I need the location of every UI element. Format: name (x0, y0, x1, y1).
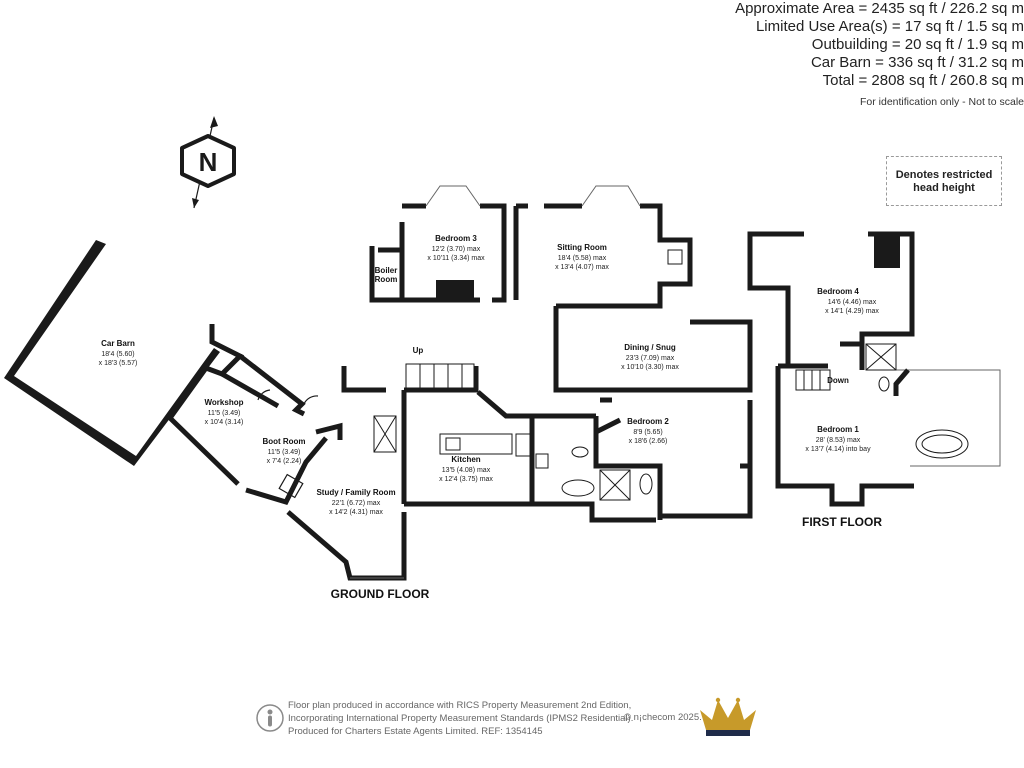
sitting-dim2: x 13'4 (4.07) max (555, 264, 609, 271)
room-dining: Dining / Snug 23'3 (7.09) max x 10'10 (3… (621, 343, 679, 371)
room-boot-room: Boot Room 11'5 (3.49) x 7'4 (2.24) (262, 437, 305, 465)
compass-letter: N (199, 147, 218, 177)
copyright-text: © n¡checom 2025. (624, 712, 702, 723)
bedroom4-dim2: x 14'1 (4.29) max (825, 308, 879, 315)
bedroom4-title: Bedroom 4 (817, 287, 859, 296)
dining-title: Dining / Snug (624, 343, 676, 352)
boot-room-title: Boot Room (262, 437, 305, 446)
bedroom4-dim1: 14'6 (4.46) max (828, 299, 877, 306)
footer-line-3: Produced for Charters Estate Agents Limi… (288, 726, 543, 737)
kitchen-dim2: x 12'4 (3.75) max (439, 476, 493, 483)
footer-line-2: Incorporating International Property Mea… (288, 713, 634, 724)
kitchen-fittings (373, 249, 683, 501)
restricted-height-legend: Denotes restricted head height (886, 156, 1002, 206)
kitchen-title: Kitchen (451, 455, 480, 464)
dining-dim1: 23'3 (7.09) max (626, 355, 675, 362)
boot-room-dim2: x 7'4 (2.24) (267, 458, 302, 465)
first-floor-label: FIRST FLOOR (802, 515, 882, 529)
study-dim1: 22'1 (6.72) max (332, 500, 381, 507)
stairs-up-label: Up (413, 346, 424, 355)
room-bedroom-1: Bedroom 1 28' (8.53) max x 13'7 (4.14) i… (805, 425, 871, 453)
study-title: Study / Family Room (316, 488, 395, 497)
crown-logo (700, 697, 756, 736)
room-car-barn: Car Barn 18'4 (5.60) x 18'3 (5.57) (99, 339, 138, 367)
ground-floor-label: GROUND FLOOR (331, 587, 430, 601)
bedroom1-dim1: 28' (8.53) max (816, 437, 861, 444)
car-barn-walls (4, 240, 220, 466)
area-carbarn: Car Barn = 336 sq ft / 31.2 sq m (810, 54, 1024, 71)
boiler-title-1: Boiler (375, 266, 398, 275)
bedroom3-dim1: 12'2 (3.70) max (432, 246, 481, 253)
kitchen-dim1: 13'5 (4.08) max (442, 467, 491, 474)
bedroom3-dim2: x 10'11 (3.34) max (427, 255, 485, 262)
area-outbuilding: Outbuilding = 20 sq ft / 1.9 sq m (811, 36, 1024, 53)
workshop-dim1: 11'5 (3.49) (208, 410, 241, 417)
bedroom2-dim1: 8'9 (5.65) (633, 429, 662, 436)
room-bedroom-4: Bedroom 4 14'6 (4.46) max x 14'1 (4.29) … (817, 287, 879, 315)
area-limited: Limited Use Area(s) = 17 sq ft / 1.5 sq … (755, 18, 1024, 35)
car-barn-title: Car Barn (101, 339, 135, 348)
outbuilding-details (257, 389, 319, 499)
sitting-title: Sitting Room (557, 243, 607, 252)
bedroom2-dim2: x 18'6 (2.66) (629, 438, 668, 445)
sitting-dim1: 18'4 (5.58) max (558, 255, 607, 262)
room-kitchen: Kitchen 13'5 (4.08) max x 12'4 (3.75) ma… (439, 455, 493, 483)
bedroom3-title: Bedroom 3 (435, 234, 477, 243)
workshop-dim2: x 10'4 (3.14) (205, 419, 244, 426)
bedroom2-title: Bedroom 2 (627, 417, 669, 426)
first-floor-walls (747, 231, 915, 507)
car-barn-dim1: 18'4 (5.60) (101, 351, 134, 358)
boiler-title-2: Room (375, 275, 398, 284)
fireplace-bedroom3 (436, 280, 474, 300)
room-boiler: Boiler Room (375, 266, 398, 284)
restricted-line-2: head height (913, 182, 975, 194)
footer-text: Floor plan produced in accordance with R… (288, 699, 633, 738)
person-icon (256, 704, 284, 732)
bay-windows (350, 185, 1001, 579)
area-summary: Approximate Area = 2435 sq ft / 226.2 sq… (604, 0, 1024, 110)
bedroom1-title: Bedroom 1 (817, 425, 859, 434)
ground-floor-walls (286, 203, 753, 581)
room-study: Study / Family Room 22'1 (6.72) max x 14… (316, 488, 395, 516)
chimney-bedroom4 (874, 236, 900, 268)
north-compass-icon: N (180, 116, 236, 209)
room-workshop: Workshop 11'5 (3.49) x 10'4 (3.14) (205, 398, 244, 426)
room-bedroom-3: Bedroom 3 12'2 (3.70) max x 10'11 (3.34)… (427, 234, 485, 262)
car-barn-dim2: x 18'3 (5.57) (99, 360, 138, 367)
boot-room-dim1: 11'5 (3.49) (268, 449, 301, 456)
workshop-title: Workshop (205, 398, 244, 407)
outbuilding-walls (166, 324, 328, 505)
footer-line-1: Floor plan produced in accordance with R… (288, 700, 632, 711)
ground-stairs (405, 363, 475, 391)
stairs-down-label: Down (827, 376, 849, 385)
area-total: Total = 2808 sq ft / 260.8 sq m (822, 72, 1024, 89)
study-dim2: x 14'2 (4.31) max (329, 509, 383, 516)
scale-note: For identification only - Not to scale (860, 96, 1024, 108)
area-approx: Approximate Area = 2435 sq ft / 226.2 sq… (735, 0, 1024, 17)
first-floor-fittings (795, 343, 969, 459)
room-bedroom-2: Bedroom 2 8'9 (5.65) x 18'6 (2.66) (627, 417, 669, 445)
bedroom1-dim2: x 13'7 (4.14) into bay (805, 446, 871, 453)
room-sitting: Sitting Room 18'4 (5.58) max x 13'4 (4.0… (555, 243, 609, 271)
dining-dim2: x 10'10 (3.30) max (621, 364, 679, 371)
restricted-line-1: Denotes restricted (895, 169, 993, 181)
